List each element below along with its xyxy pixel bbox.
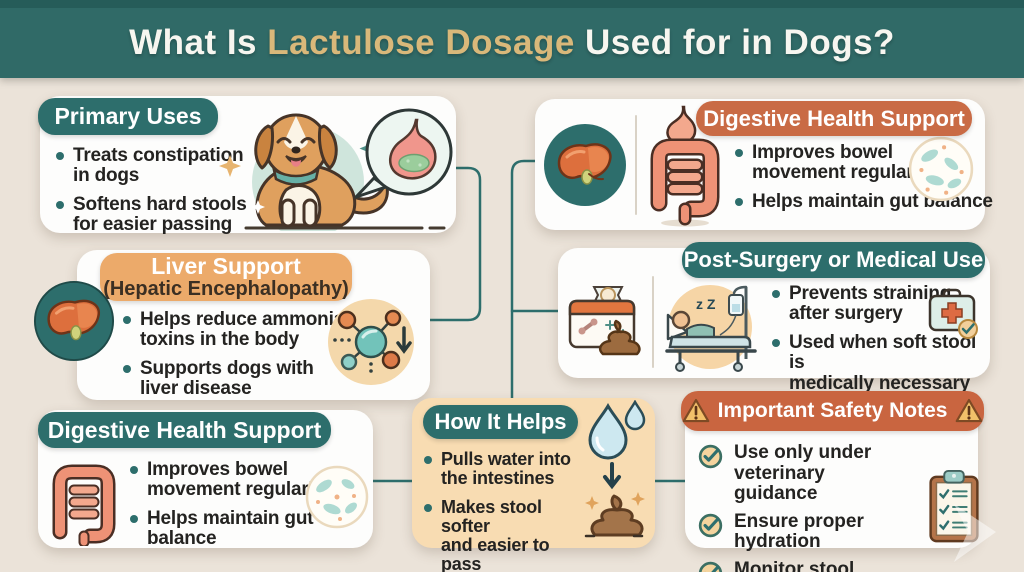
bullet-dot (772, 339, 780, 348)
bullet-list: Helps reduce ammonia toxins in the body … (123, 309, 358, 400)
bullet-item: Used when soft stool is medically necess… (772, 333, 992, 393)
bullet-text: Treats constipation in dogs (73, 145, 244, 187)
card-subtitle: (Hepatic Encephalopathy) (103, 277, 349, 300)
card-title-badge: Digestive Health Support (38, 412, 331, 448)
safety-text: Use only under veterinary guidance (734, 442, 872, 505)
card-title-badge: Digestive Health Support (696, 101, 972, 136)
bullet-item: Softens hard stools for easier passing (56, 195, 271, 235)
bullet-item: Helps maintain gut balance (735, 192, 995, 212)
intestines-icon (52, 464, 116, 546)
card-primary-uses: Primary Uses Treats constipation in dogs… (38, 96, 456, 236)
safety-text: Monitor stool consistency (734, 558, 855, 572)
safety-item: Ensure proper hydration (697, 510, 927, 553)
bullet-item: Supports dogs with liver disease (123, 359, 358, 399)
bullet-text: Helps maintain gut balance (752, 191, 993, 213)
bullet-text: Improves bowel movement regularity (147, 459, 331, 501)
card-title-badge: Important Safety Notes (681, 391, 984, 431)
medical-record-icon (568, 286, 641, 356)
water-droplets-icon (584, 400, 646, 538)
card-liver-support: Liver Support (Hepatic Encephalopathy) H… (33, 250, 430, 400)
check-circle-icon (698, 513, 723, 537)
banner: What Is Lactulose Dosage Used for in Dog… (0, 0, 1024, 78)
bullet-dot (123, 365, 131, 374)
divider (652, 276, 654, 368)
down-arrow-icon (603, 462, 621, 490)
card-how-it-helps: How It Helps Pulls water into the intest… (412, 398, 655, 572)
safety-item: Use only under veterinary guidance (697, 442, 927, 505)
bullet-dot (424, 504, 432, 513)
card-post-surgery: Post-Surgery or Medical Use z Z (558, 242, 990, 393)
card-safety-notes: Important Safety Notes Use only under ve… (681, 391, 984, 572)
safety-list: Use only under veterinary guidance Ensur… (697, 442, 927, 572)
bullet-text: Supports dogs with liver disease (140, 358, 314, 400)
bullet-item: Treats constipation in dogs (56, 145, 271, 187)
bullet-dot (130, 515, 138, 524)
card-digestive-health-top: Digestive Health Support Improves bowel … (535, 99, 993, 230)
card-digestive-health-bottom: Digestive Health Support Improves bowel … (38, 410, 373, 549)
bullet-text: Helps reduce ammonia toxins in the body (140, 309, 345, 351)
bullet-dot (56, 152, 64, 160)
stool-icon (598, 319, 641, 356)
bullet-dot (772, 290, 780, 298)
sparkle-icon (585, 496, 599, 510)
warning-triangle-icon (682, 398, 709, 423)
first-aid-kit-icon (928, 288, 978, 339)
bullet-item: Makes stool softer and easier to pass (424, 498, 592, 572)
bullet-dot (123, 316, 131, 324)
stomach-speech-bubble-icon (354, 108, 453, 199)
bullet-dot (424, 456, 432, 464)
safety-item: Monitor stool consistency (697, 558, 927, 572)
sparkle-icon (219, 155, 241, 177)
bullet-text: Used when soft stool is medically necess… (789, 332, 977, 394)
card-title-badge: Liver Support (Hepatic Encephalopathy) (100, 253, 352, 301)
card-title-badge: Post-Surgery or Medical Use (682, 242, 985, 278)
title-prefix: What Is (129, 23, 268, 62)
bullet-dot (735, 149, 743, 157)
divider (635, 115, 637, 215)
bullet-item: Pulls water into the intestines (424, 449, 592, 489)
card-title-badge: How It Helps (423, 405, 578, 439)
bullet-text: Helps maintain gut balance (147, 508, 314, 550)
card-title-badge: Primary Uses (38, 98, 218, 135)
bullet-dot (56, 201, 64, 210)
stool-icon (590, 494, 644, 537)
liver-icon (544, 124, 626, 206)
down-arrow-icon (396, 326, 412, 354)
watermark-arrow-icon (954, 504, 996, 562)
bullet-dot (130, 466, 138, 474)
warning-triangle-icon (956, 398, 983, 423)
page-title: What Is Lactulose Dosage Used for in Dog… (129, 23, 895, 63)
bullet-list: Pulls water into the intestines Makes st… (424, 449, 592, 572)
bullet-dot (735, 198, 743, 207)
microbes-icon (908, 136, 974, 202)
sparkle-icon (251, 200, 265, 214)
microbes-icon (305, 465, 369, 529)
intestines-icon (650, 105, 720, 227)
card-title: Important Safety Notes (717, 398, 948, 422)
bullet-text: Pulls water into the intestines (441, 449, 571, 489)
sleep-zzz-text: z Z (696, 296, 716, 312)
check-circle-icon (698, 561, 723, 572)
bullet-list: Prevents straining after surgery Used wh… (772, 283, 992, 394)
bullet-item: Helps reduce ammonia toxins in the body (123, 309, 358, 351)
sparkle-icon (631, 492, 645, 506)
safety-text: Ensure proper hydration (734, 510, 864, 553)
bullet-text: Softens hard stools for easier passing (73, 194, 247, 236)
bullet-text: Makes stool softer and easier to pass (441, 497, 550, 572)
bullet-list: Treats constipation in dogs Softens hard… (56, 145, 271, 236)
title-suffix: Used for in Dogs? (574, 23, 895, 62)
hospital-bed-icon: z Z (665, 285, 757, 372)
check-circle-icon (698, 444, 723, 469)
dog-icon (219, 108, 453, 231)
liver-icon (33, 280, 115, 362)
card-title: Liver Support (151, 253, 301, 280)
title-highlight: Lactulose Dosage (267, 23, 575, 62)
bullet-item: Helps maintain gut balance (130, 509, 345, 549)
molecule-icon (328, 299, 414, 385)
